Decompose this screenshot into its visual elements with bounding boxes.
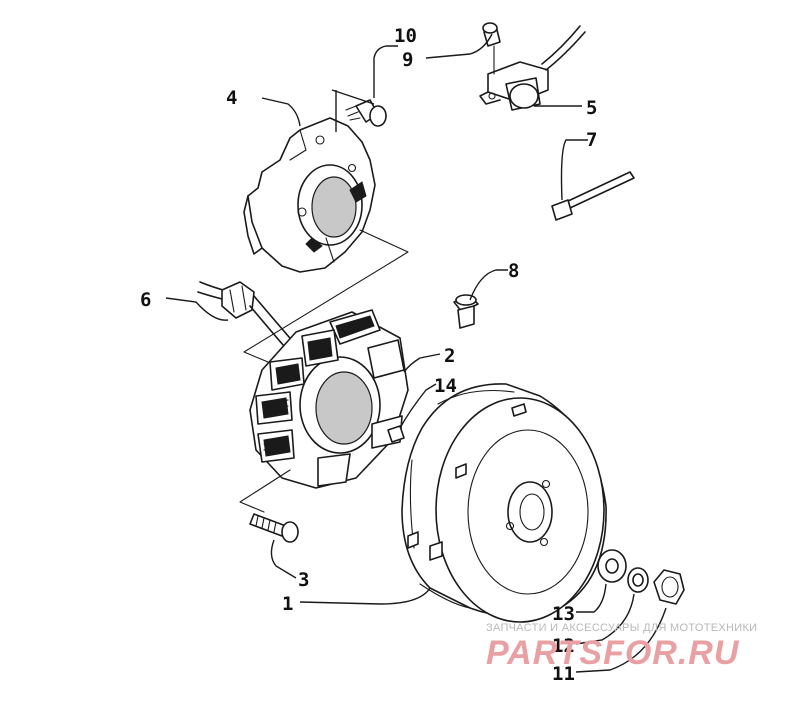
callout-8: 8 xyxy=(508,260,519,282)
watermark-tagline: ЗАПЧАСТИ И АКСЕССУАРЫ ДЛЯ МОТОТЕХНИКИ xyxy=(486,622,758,634)
callout-14: 14 xyxy=(434,375,457,397)
leader-lines xyxy=(165,33,667,673)
callout-labels: 4 10 9 5 7 8 6 2 14 3 1 13 12 11 xyxy=(140,25,597,685)
callout-3: 3 xyxy=(298,569,309,591)
callout-4: 4 xyxy=(226,87,237,109)
callout-1: 1 xyxy=(282,593,293,615)
pickup-coil xyxy=(479,22,586,111)
callout-13: 13 xyxy=(552,603,575,625)
stator-plate xyxy=(243,117,376,273)
callout-10: 10 xyxy=(394,25,417,47)
bolt-8 xyxy=(453,294,479,329)
woodruff-key xyxy=(387,425,405,443)
stator-screw xyxy=(249,513,299,543)
wire-grommet xyxy=(197,281,303,361)
stator-coils xyxy=(249,309,409,489)
callout-2: 2 xyxy=(444,345,455,367)
flywheel xyxy=(401,383,607,623)
cable-tie xyxy=(551,171,635,221)
callout-7: 7 xyxy=(586,129,597,151)
callout-12: 12 xyxy=(552,635,575,657)
callout-5: 5 xyxy=(586,97,597,119)
callout-6: 6 xyxy=(140,289,151,311)
watermark-logo: PARTSFOR.RU xyxy=(486,634,740,672)
flywheel-nut xyxy=(653,569,685,605)
flywheel-washer xyxy=(597,549,627,583)
callout-9: 9 xyxy=(402,49,413,71)
lock-washer xyxy=(627,567,649,593)
callout-11: 11 xyxy=(552,663,575,685)
screw-10 xyxy=(345,99,387,127)
